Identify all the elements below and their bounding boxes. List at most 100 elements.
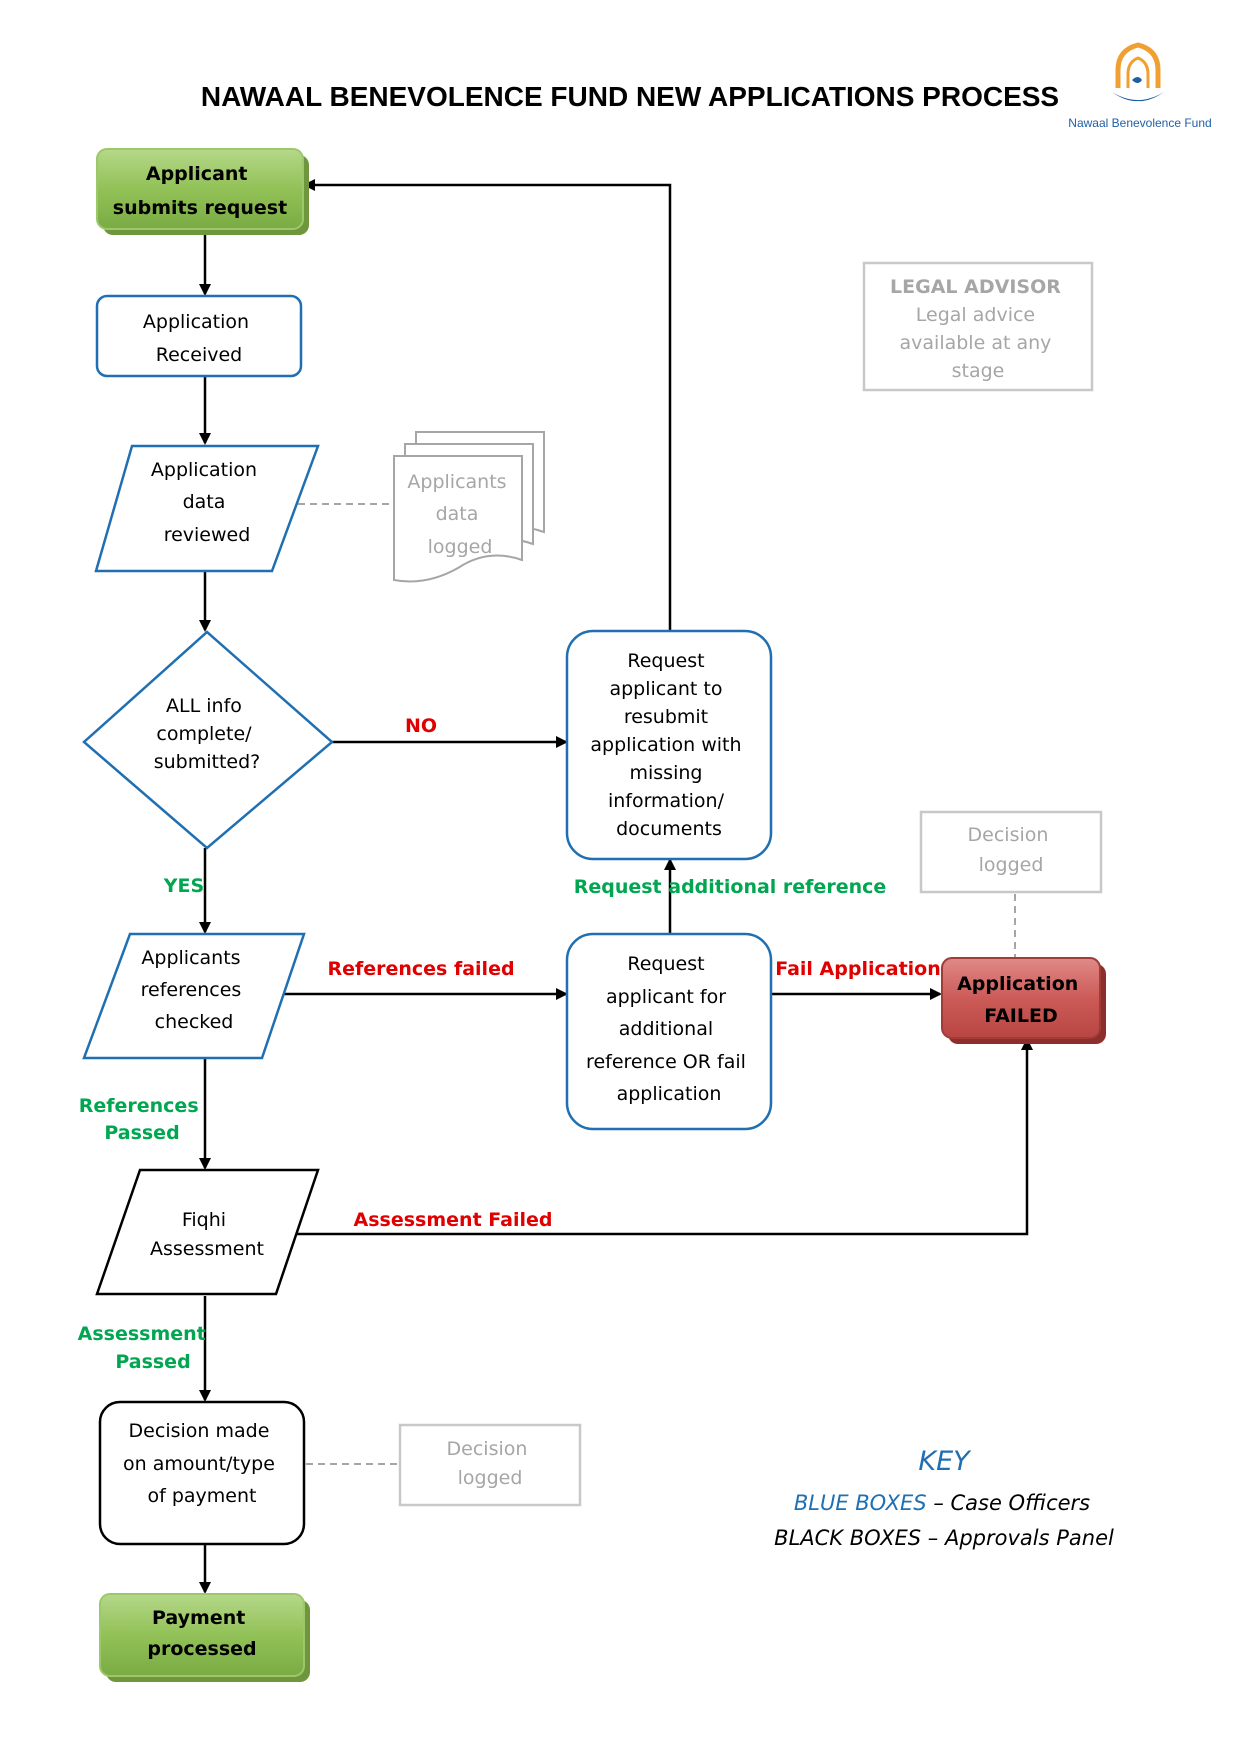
edge-label-references-passed-1: References [79,1095,199,1117]
request-resubmit-line-3: resubmit [624,706,708,728]
application-reviewed-line-2: data [183,491,226,513]
svg-text:LEGAL ADVISOR Legal advi: LEGAL ADVISOR Legal advice available at … [890,276,1066,382]
edge-label-assessment-passed-1: Assessment [78,1323,206,1345]
decision-logged-top-line-1: Decision [968,824,1049,846]
payment-processed-line-2: processed [147,1638,256,1660]
all-info-line-3: submitted? [154,751,261,773]
legend-key: KEY BLUE BOXES – Case Officers BLACK BOX… [774,1446,1114,1550]
fiqhi-assessment-line-1: Fiqhi [182,1209,226,1231]
key-blue-desc: – Case Officers [927,1491,1091,1515]
fiqhi-assessment-line-2: Assessment [150,1238,264,1260]
request-additional-node: Request applicant for additional referen… [565,932,773,1131]
edge-label-fail-application: Fail Application [775,958,941,980]
decision-made-line-1: Decision made [129,1420,270,1442]
legal-advisor-heading: LEGAL ADVISOR [890,276,1061,298]
application-failed-node: Application FAILED [941,957,1106,1044]
request-resubmit-line-5: missing [629,762,702,784]
request-resubmit-line-7: documents [616,818,722,840]
logo: Nawaal Benevolence Fund [1068,42,1212,130]
request-additional-line-1: Request [627,953,704,975]
application-received-line-2: Received [156,344,242,366]
decision-made-line-3: of payment [148,1485,257,1507]
references-checked-line-2: references [141,979,242,1001]
logo-caption: Nawaal Benevolence Fund [1068,116,1211,130]
svg-text:Application FAILED: Application FAILED [957,973,1085,1027]
decision-made-line-2: on amount/type [123,1453,275,1475]
edge-label-yes: YES [163,875,204,897]
applicants-data-logged-node: Applicants data logged [393,431,545,583]
request-resubmit-line-6: information/ [608,790,725,812]
key-title: KEY [918,1446,972,1477]
svg-text:Applicants references: Applicants references checked [141,947,248,1033]
application-failed-line-2: FAILED [984,1005,1057,1027]
payment-processed-line-1: Payment [152,1607,245,1629]
mosque-crescent-logo-icon [1112,42,1164,102]
applicant-submits-node: Applicant submits request [96,148,309,235]
decision-logged-bottom-line-2: logged [458,1467,523,1489]
decision-logged-top-line-2: logged [979,854,1044,876]
application-reviewed-line-3: reviewed [164,524,251,546]
svg-text:Applicants data lo: Applicants data logged [407,471,512,558]
decision-logged-bottom-box: Decision logged [398,1423,582,1507]
request-resubmit-line-2: applicant to [609,678,722,700]
svg-text:Application Received: Application Received [143,311,255,366]
key-black-label: BLACK BOXES [774,1526,921,1550]
references-checked-node: Applicants references checked [82,932,306,1060]
applicants-data-logged-line-2: data [436,503,479,525]
all-info-line-1: ALL info [166,695,242,717]
application-reviewed-line-1: Application [151,459,257,481]
applicants-data-logged-line-3: logged [428,536,493,558]
legal-advisor-line-4: stage [952,360,1005,382]
payment-processed-node: Payment processed [99,1593,310,1682]
dashed-connectors [298,503,1016,1465]
references-checked-line-3: checked [155,1011,234,1033]
all-info-complete-decision: ALL info complete/ submitted? [82,630,334,850]
edge-label-no: NO [405,715,437,737]
references-checked-line-1: Applicants [141,947,240,969]
applicants-data-logged-line-1: Applicants [407,471,506,493]
svg-text:Application data r: Application data reviewed [151,459,263,546]
connectors [199,179,1033,1594]
request-resubmit-node: Request applicant to resubmit applicatio… [565,629,773,861]
applicant-submits-line-2: submits request [113,197,287,219]
fiqhi-assessment-node: Fiqhi Assessment [95,1168,320,1296]
svg-text:Request applicant to: Request applicant to resubmit applicatio… [590,650,747,840]
key-black-line: BLACK BOXES – Approvals Panel [774,1526,1114,1550]
edge-label-assessment-passed-2: Passed [115,1351,190,1373]
application-received-line-1: Application [143,311,249,333]
key-blue-line: BLUE BOXES – Case Officers [794,1491,1090,1515]
request-additional-line-4: reference OR fail [586,1051,746,1073]
decision-logged-bottom-line-1: Decision [447,1438,528,1460]
svg-text:Request applicant for: Request applicant for additional referen… [586,953,752,1105]
edge-label-assessment-failed: Assessment Failed [354,1209,553,1231]
page-title: NAWAAL BENEVOLENCE FUND NEW APPLICATIONS… [201,81,1059,112]
edge-label-references-passed-2: Passed [104,1122,179,1144]
request-additional-line-2: applicant for [606,986,726,1008]
legal-advisor-box: LEGAL ADVISOR Legal advice available at … [862,261,1094,392]
svg-text:Decision made on amount/: Decision made on amount/type of payment [123,1420,281,1507]
decision-logged-top-box: Decision logged [919,810,1103,894]
all-info-line-2: complete/ [156,723,252,745]
applicant-submits-line-1: Applicant [146,163,248,185]
request-resubmit-line-1: Request [627,650,704,672]
request-resubmit-line-4: application with [590,734,741,756]
svg-text:References Passed: References Passed [79,1095,206,1144]
key-black-desc: – Approvals Panel [921,1526,1114,1550]
svg-text:Payment processed: Payment processed [147,1607,256,1660]
request-additional-line-5: application [617,1083,722,1105]
edge-label-request-additional-reference: Request additional reference [574,876,887,898]
svg-text:Fiqhi Assessment: Fiqhi Assessment [150,1209,264,1260]
svg-text:Assessment Passed: Assessment Passed [78,1323,213,1373]
application-failed-line-1: Application [957,973,1078,995]
svg-text:ALL info complete/: ALL info complete/ submitted? [154,695,261,773]
svg-text:Decision logged: Decision logged [447,1438,534,1489]
legal-advisor-line-3: available at any [900,332,1052,354]
application-reviewed-node: Application data reviewed [94,444,320,573]
decision-made-node: Decision made on amount/type of payment [98,1400,306,1546]
request-additional-line-3: additional [619,1018,713,1040]
svg-text:Decision logged: Decision logged [968,824,1055,876]
application-received-node: Application Received [95,294,303,378]
svg-text:Applicant submits reques: Applicant submits request [113,163,287,219]
key-blue-label: BLUE BOXES [794,1491,927,1515]
